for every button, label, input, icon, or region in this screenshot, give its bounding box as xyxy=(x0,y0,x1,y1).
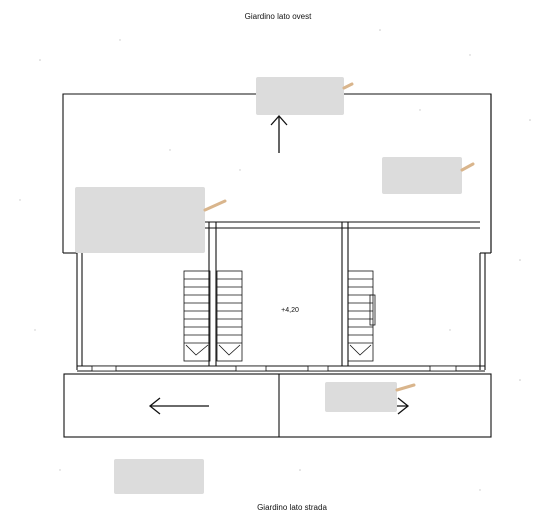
floor-walls xyxy=(63,221,491,372)
wall-openings xyxy=(91,365,457,372)
elevation-label: +4,20 xyxy=(281,307,299,314)
redacted-patches xyxy=(75,77,462,494)
lower-block xyxy=(63,373,492,438)
redaction-patch xyxy=(75,187,205,253)
paper-speckle xyxy=(19,29,531,491)
redaction-patch xyxy=(256,77,344,115)
redaction-patch xyxy=(325,382,397,412)
arrow-up-icon xyxy=(270,115,288,153)
redaction-patch xyxy=(382,157,462,194)
leader-strokes xyxy=(203,82,475,392)
top-garden-label: Giardino lato ovest xyxy=(245,12,312,21)
bottom-garden-label: Giardino lato strada xyxy=(257,503,327,512)
arrow-left-icon xyxy=(148,397,209,415)
redaction-patch xyxy=(114,459,204,494)
staircase-icon xyxy=(183,270,376,362)
